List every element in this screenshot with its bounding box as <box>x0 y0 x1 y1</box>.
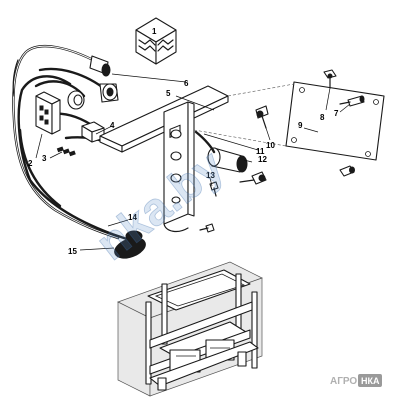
callout-3: 3 <box>42 154 47 163</box>
callout-13: 13 <box>206 171 215 180</box>
logo-word: АГРО <box>330 376 357 387</box>
mounting-bracket <box>99 85 229 233</box>
callout-10: 10 <box>266 141 275 150</box>
callout-9: 9 <box>298 121 303 130</box>
wave-icon <box>138 39 156 46</box>
cab-frame <box>117 261 263 397</box>
screw-10 <box>255 105 269 129</box>
switch-block <box>35 91 61 135</box>
screw-7 <box>339 95 365 107</box>
terminal-clips <box>56 146 76 157</box>
screw-right <box>339 165 355 177</box>
callout-12: 12 <box>258 155 267 164</box>
round-connector <box>67 90 85 110</box>
callout-4: 4 <box>110 121 115 130</box>
watermark-text: nka.by <box>86 139 233 270</box>
connector-plug <box>89 55 119 103</box>
callout-5: 5 <box>166 89 171 98</box>
screw-13 <box>199 181 219 233</box>
callout-8: 8 <box>320 113 325 122</box>
callout-7: 7 <box>334 109 339 118</box>
brand-logo: АГРО НКА <box>330 374 382 387</box>
callout-11: 11 <box>256 147 265 156</box>
lamp-socket <box>194 130 248 173</box>
bolt-8 <box>323 69 337 89</box>
leader-lines <box>35 73 351 251</box>
callout-2: 2 <box>28 159 33 168</box>
callout-6: 6 <box>184 79 189 88</box>
sensor-plug <box>110 230 146 259</box>
screw-12 <box>239 171 267 185</box>
callout-15: 15 <box>68 247 77 256</box>
guide-line <box>193 129 287 147</box>
callout-1: 1 <box>152 27 157 36</box>
logo-badge <box>358 374 382 387</box>
callout-14: 14 <box>128 213 137 222</box>
symbol-box: 1 <box>135 17 177 65</box>
logo-badge-text: НКА <box>361 376 380 386</box>
guide-line <box>227 83 295 97</box>
